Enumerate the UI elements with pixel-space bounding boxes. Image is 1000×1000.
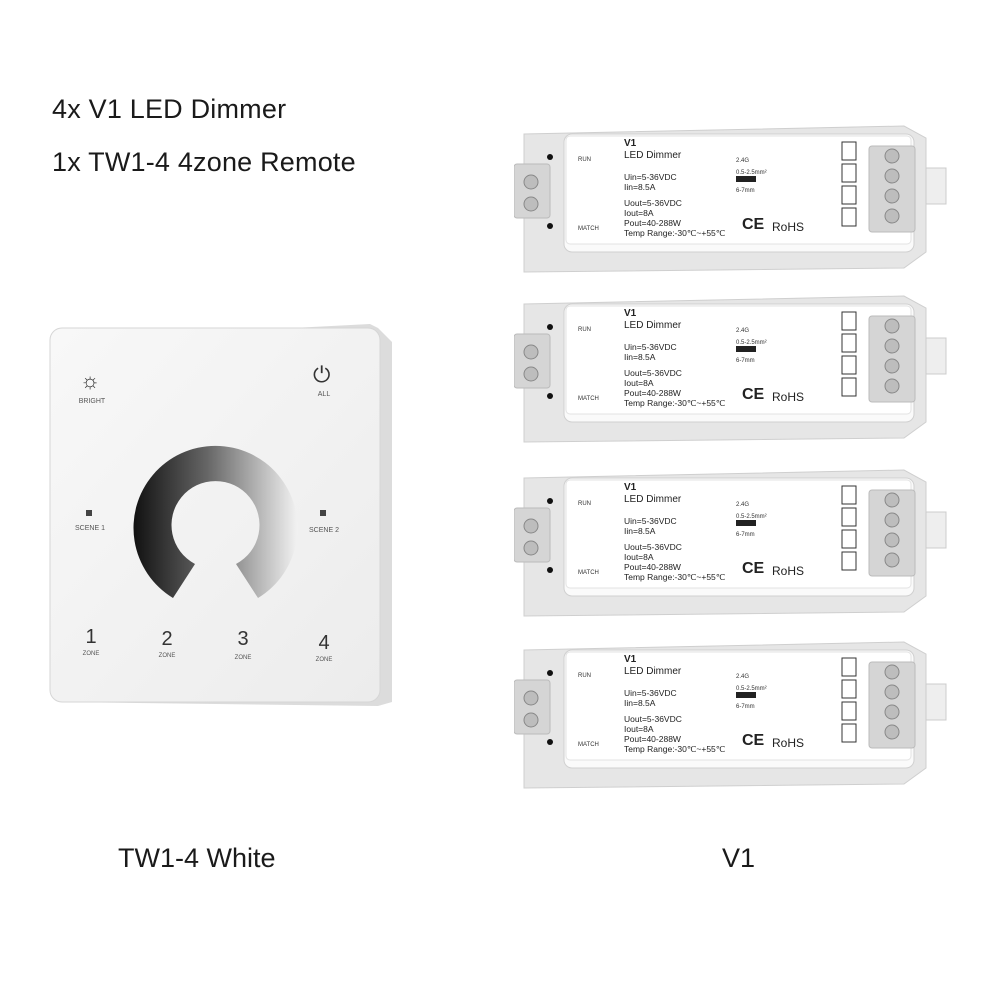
scene-1-label: SCENE 1 bbox=[75, 525, 105, 532]
uout-spec: Uout=5-36VDC bbox=[624, 368, 682, 378]
pout-spec: Pout=40-288W bbox=[624, 388, 681, 398]
zone-4-button[interactable]: 4 bbox=[318, 632, 330, 654]
match-label: MATCH bbox=[578, 742, 599, 748]
strip-length-label: 6-7mm bbox=[736, 704, 755, 710]
zone-3-button[interactable]: 3 bbox=[237, 628, 249, 650]
model-label: V1 bbox=[624, 308, 637, 319]
strip-length-label: 6-7mm bbox=[736, 188, 755, 194]
pout-spec: Pout=40-288W bbox=[624, 562, 681, 572]
iin-spec: Iin=8.5A bbox=[624, 526, 656, 536]
caption-remote: TW1-4 White bbox=[118, 843, 276, 873]
brightness-icon[interactable]: ☼ bbox=[80, 368, 101, 393]
module-body bbox=[513, 295, 947, 443]
tw1-4-remote-panel: ☼ BRIGHT ⏻ ALL SCENE 1 SCENE 2 1 ZONE 2 … bbox=[48, 318, 393, 708]
ce-mark: CE bbox=[742, 386, 765, 403]
wire-gauge-label: 0.5-2.5mm² bbox=[736, 170, 767, 176]
iout-spec: Iout=8A bbox=[624, 724, 654, 734]
temp-spec: Temp Range:-30℃~+55℃ bbox=[624, 744, 726, 754]
all-label: ALL bbox=[317, 391, 331, 398]
uout-spec: Uout=5-36VDC bbox=[624, 714, 682, 724]
v1-dimmer-module-3: V1 LED Dimmer RUN MATCH Uin=5-36VDC Iin=… bbox=[513, 468, 950, 618]
temp-spec: Temp Range:-30℃~+55℃ bbox=[624, 572, 726, 582]
power-icon[interactable]: ⏻ bbox=[313, 362, 331, 387]
temp-spec: Temp Range:-30℃~+55℃ bbox=[624, 398, 726, 408]
run-label: RUN bbox=[578, 673, 591, 679]
rohs-mark: RoHS bbox=[772, 390, 805, 404]
uin-spec: Uin=5-36VDC bbox=[624, 688, 677, 698]
rohs-mark: RoHS bbox=[772, 564, 805, 578]
frequency-label: 2.4G bbox=[736, 158, 750, 164]
run-label: RUN bbox=[578, 501, 591, 507]
module-body bbox=[513, 125, 947, 273]
remote-panel-body bbox=[49, 324, 392, 706]
iout-spec: Iout=8A bbox=[624, 552, 654, 562]
product-name: LED Dimmer bbox=[624, 320, 682, 331]
v1-dimmer-module-4: V1 LED Dimmer RUN MATCH Uin=5-36VDC Iin=… bbox=[513, 640, 950, 790]
wire-gauge-label: 0.5-2.5mm² bbox=[736, 686, 767, 692]
module-body bbox=[513, 469, 947, 617]
uout-spec: Uout=5-36VDC bbox=[624, 542, 682, 552]
match-label: MATCH bbox=[578, 226, 599, 232]
iin-spec: Iin=8.5A bbox=[624, 352, 656, 362]
match-label: MATCH bbox=[578, 570, 599, 576]
iout-spec: Iout=8A bbox=[624, 378, 654, 388]
iout-spec: Iout=8A bbox=[624, 208, 654, 218]
iin-spec: Iin=8.5A bbox=[624, 182, 656, 192]
header-line-2: 1x TW1-4 4zone Remote bbox=[52, 147, 356, 177]
strip-length-label: 6-7mm bbox=[736, 532, 755, 538]
zone-3-label: ZONE bbox=[234, 655, 252, 661]
pout-spec: Pout=40-288W bbox=[624, 218, 681, 228]
wire-gauge-label: 0.5-2.5mm² bbox=[736, 340, 767, 346]
bright-label: BRIGHT bbox=[78, 398, 106, 405]
product-name: LED Dimmer bbox=[624, 150, 682, 161]
product-name: LED Dimmer bbox=[624, 666, 682, 677]
ce-mark: CE bbox=[742, 560, 765, 577]
wire-gauge-label: 0.5-2.5mm² bbox=[736, 514, 767, 520]
match-label: MATCH bbox=[578, 396, 599, 402]
run-label: RUN bbox=[578, 157, 591, 163]
pout-spec: Pout=40-288W bbox=[624, 734, 681, 744]
model-label: V1 bbox=[624, 482, 637, 493]
ce-mark: CE bbox=[742, 732, 765, 749]
v1-dimmer-module-2: V1 LED Dimmer RUN MATCH Uin=5-36VDC Iin=… bbox=[513, 294, 950, 444]
model-label: V1 bbox=[624, 138, 637, 149]
frequency-label: 2.4G bbox=[736, 502, 750, 508]
zone-4-label: ZONE bbox=[315, 657, 333, 663]
temp-spec: Temp Range:-30℃~+55℃ bbox=[624, 228, 726, 238]
run-label: RUN bbox=[578, 327, 591, 333]
ce-mark: CE bbox=[742, 216, 765, 233]
frequency-label: 2.4G bbox=[736, 674, 750, 680]
module-body bbox=[513, 641, 947, 789]
rohs-mark: RoHS bbox=[772, 220, 805, 234]
zone-1-label: ZONE bbox=[82, 651, 100, 657]
zone-2-label: ZONE bbox=[158, 653, 176, 659]
header-line-1: 4x V1 LED Dimmer bbox=[52, 94, 287, 124]
uin-spec: Uin=5-36VDC bbox=[624, 172, 677, 182]
product-name: LED Dimmer bbox=[624, 494, 682, 505]
strip-length-label: 6-7mm bbox=[736, 358, 755, 364]
frequency-label: 2.4G bbox=[736, 328, 750, 334]
scene-2-label: SCENE 2 bbox=[309, 527, 339, 534]
caption-dimmer: V1 bbox=[722, 843, 756, 873]
model-label: V1 bbox=[624, 654, 637, 665]
iin-spec: Iin=8.5A bbox=[624, 698, 656, 708]
uin-spec: Uin=5-36VDC bbox=[624, 516, 677, 526]
uout-spec: Uout=5-36VDC bbox=[624, 198, 682, 208]
zone-2-button[interactable]: 2 bbox=[161, 628, 173, 650]
v1-dimmer-module-1: V1 LED Dimmer RUN MATCH Uin=5-36VDC Iin=… bbox=[513, 124, 950, 274]
rohs-mark: RoHS bbox=[772, 736, 805, 750]
zone-1-button[interactable]: 1 bbox=[85, 626, 97, 648]
uin-spec: Uin=5-36VDC bbox=[624, 342, 677, 352]
